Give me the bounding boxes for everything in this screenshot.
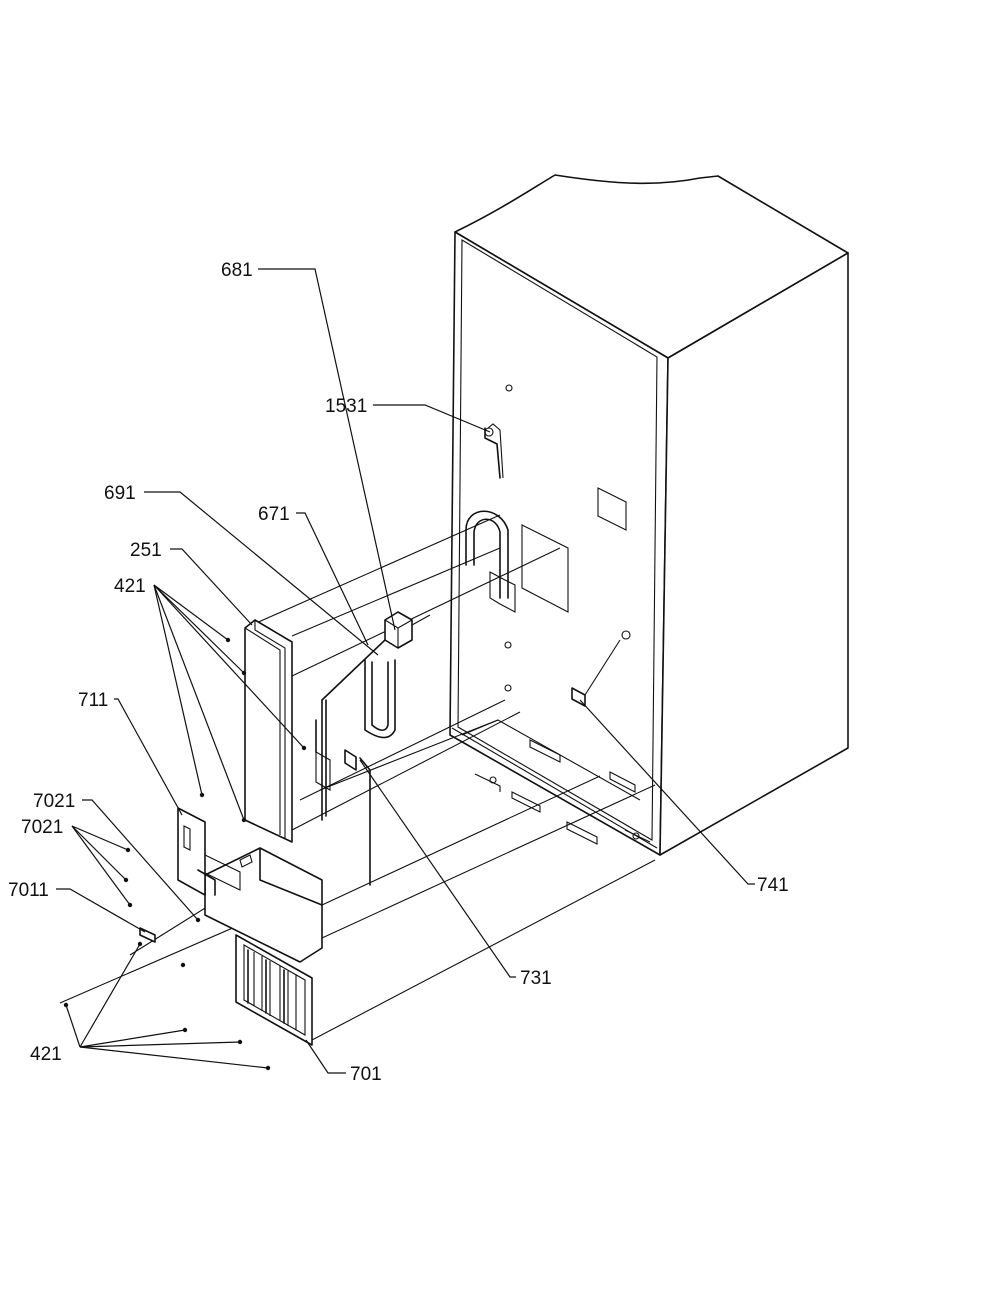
label-731: 731 — [520, 968, 552, 989]
grille-701 — [235, 934, 313, 1046]
label-691: 691 — [104, 483, 136, 504]
u-tube-part — [465, 510, 516, 613]
bracket-711 — [177, 807, 241, 896]
leader-lines — [56, 268, 755, 1074]
drain-tube-part — [484, 423, 504, 479]
label-7011: 7011 — [8, 880, 49, 901]
label-7021-a: 7021 — [33, 791, 75, 812]
machine-compartment-box — [204, 847, 323, 963]
label-251: 251 — [130, 540, 162, 561]
label-741: 741 — [757, 875, 789, 896]
label-701: 701 — [350, 1064, 382, 1085]
label-421-top: 421 — [114, 576, 146, 597]
label-7021-b: 7021 — [21, 817, 63, 838]
refrigerator-cabinet — [449, 174, 849, 856]
label-1531: 1531 — [325, 396, 367, 417]
panel-251 — [244, 619, 293, 843]
label-681: 681 — [221, 260, 253, 281]
condenser-bracket-assembly — [315, 611, 431, 886]
part-labels: 1531 681 691 671 251 421 711 7021 7021 7… — [8, 260, 789, 1085]
explode-guide-lines — [59, 514, 656, 1041]
label-671: 671 — [258, 504, 290, 525]
label-421-bottom: 421 — [30, 1044, 62, 1065]
label-711: 711 — [78, 690, 108, 711]
